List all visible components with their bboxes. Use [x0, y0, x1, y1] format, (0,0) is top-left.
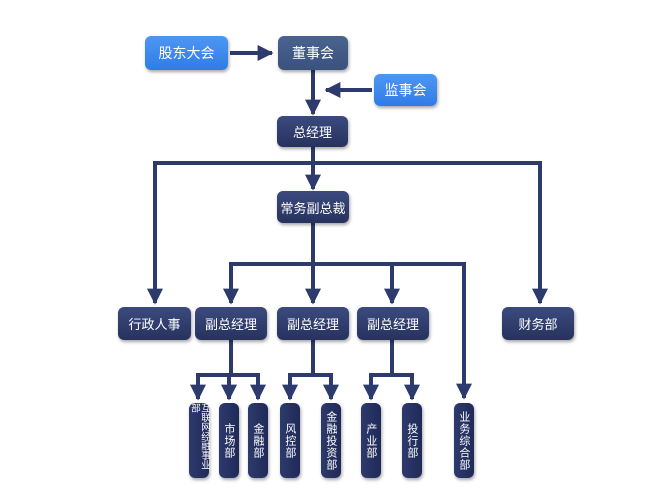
supervisory-board-box: 监事会: [374, 74, 437, 106]
financial-investment-box: 金融投资部: [321, 403, 341, 478]
investment-banking-box: 投行部: [402, 403, 422, 478]
executive-vp-box: 常务副总裁: [277, 191, 349, 223]
vp2-box: 副总经理: [277, 307, 349, 340]
general-manager-box: 总经理: [277, 116, 348, 147]
shareholders-meeting-box: 股东大会: [145, 36, 228, 70]
market-box: 市场部: [219, 403, 239, 478]
financial-box: 金融部: [248, 403, 268, 478]
vp3-box: 副总经理: [357, 307, 429, 340]
board-box: 董事会: [278, 36, 348, 70]
risk-control-box: 风控部: [280, 403, 300, 478]
industry-box: 产业部: [361, 403, 381, 478]
vp1-box: 副总经理: [195, 307, 267, 340]
finance-box: 财务部: [502, 307, 574, 340]
business-integration-box: 业务综合部: [454, 403, 474, 478]
internet-finance-box: 互联网经融事业部: [189, 403, 210, 478]
admin-hr-box: 行政人事: [118, 307, 191, 340]
